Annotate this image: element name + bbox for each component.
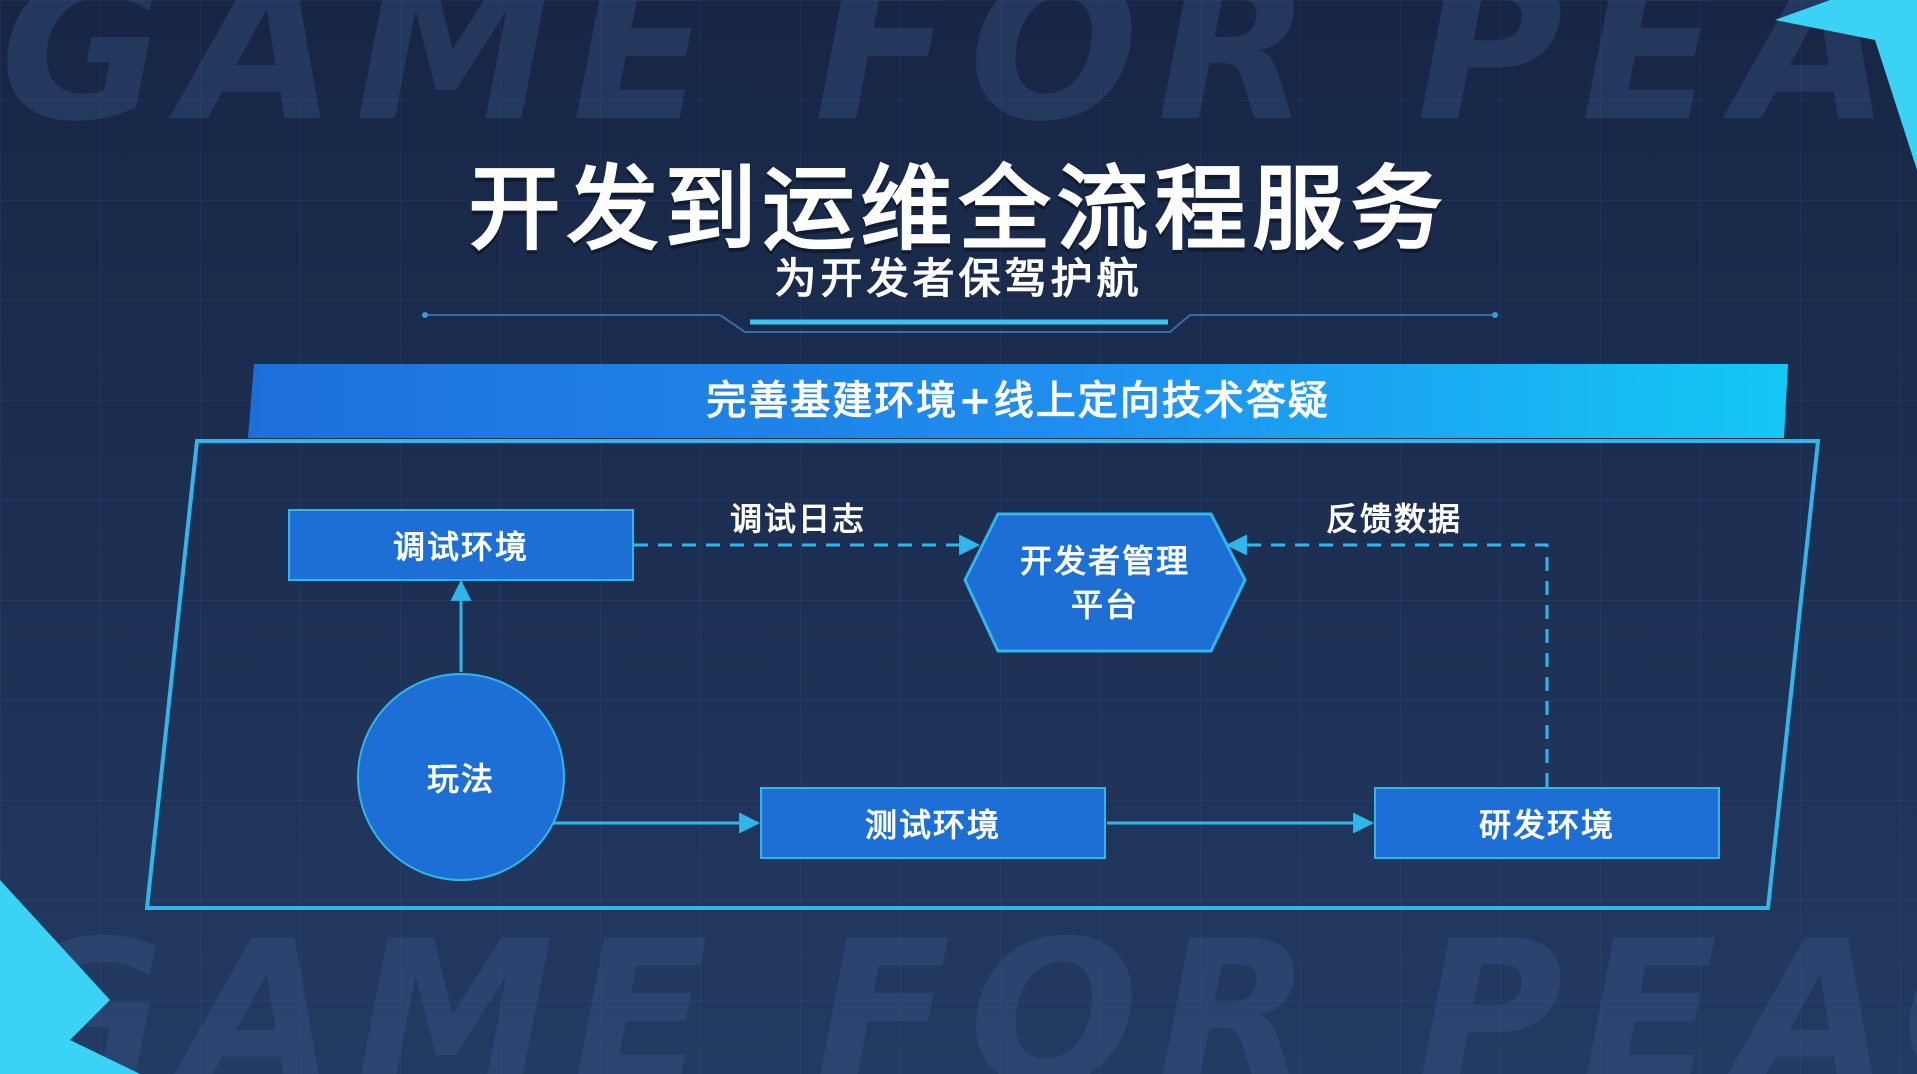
- edge-label-debug-log: 调试日志: [730, 500, 867, 538]
- section-banner-text: 完善基建环境+线上定向技术答疑: [706, 378, 1330, 424]
- page-title: 开发到运维全流程服务: [468, 156, 1449, 263]
- section-banner: [248, 364, 1788, 438]
- subtitle-divider: [425, 314, 1495, 333]
- page-subtitle: 为开发者保驾护航: [774, 254, 1143, 303]
- corner-top-right: [1775, 0, 1917, 170]
- node-gameplay: 玩法: [357, 673, 565, 881]
- node-dev-env: 研发环境: [1374, 787, 1720, 859]
- edge-label-feedback-data: 反馈数据: [1326, 500, 1463, 538]
- node-platform-line1: 开发者管理: [1019, 541, 1190, 580]
- watermark-top: GAME FOR PEACE: [0, 0, 1917, 150]
- diagram-frame: [144, 439, 1821, 910]
- watermark-bottom: GAME FOR PEACE: [0, 915, 1917, 1074]
- corner-bottom-left: [0, 880, 140, 1074]
- node-platform-line2: 平台: [1070, 585, 1139, 624]
- edge-dev-to-platform: [1225, 534, 1549, 787]
- node-platform: 开发者管理 平台: [965, 514, 1245, 651]
- platform-hexagon: [963, 512, 1247, 653]
- node-test-env: 测试环境: [760, 787, 1106, 859]
- node-debug-env: 调试环境: [288, 509, 634, 581]
